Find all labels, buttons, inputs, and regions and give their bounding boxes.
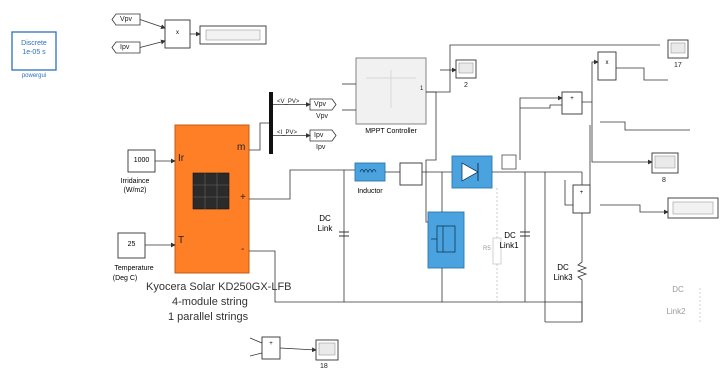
bus-label-vpv: <V_PV> [277, 99, 300, 105]
powergui-line2: 1e-05 s [22, 49, 46, 56]
temperature-label1: Temperature [114, 265, 154, 272]
product-block-upper-right[interactable] [597, 51, 617, 81]
mppt-label: MPPT Controller [365, 128, 417, 135]
temperature-label2: (Deg C) [112, 275, 138, 282]
product-symbol-top-left: x [176, 30, 179, 36]
output-current-measure[interactable] [501, 154, 517, 170]
scope-18[interactable] [315, 339, 339, 361]
goto-ipv-tag[interactable] [309, 129, 337, 142]
scope-2[interactable] [455, 59, 477, 79]
dc-link-left-line1: DC [319, 214, 331, 223]
powergui-caption: powergui [21, 73, 47, 79]
pv-port-minus: - [241, 244, 245, 255]
goto-ipv-caption: Ipv [316, 144, 326, 151]
dc-link2-line1: DC [672, 285, 684, 294]
pv-port-ir: Ir [178, 153, 185, 164]
powergui-block[interactable] [11, 31, 57, 71]
irradiance-value: 1000 [133, 157, 150, 164]
bus-selector[interactable] [269, 92, 273, 154]
irradiance-label2: (W/m2) [123, 187, 147, 194]
mosfet-block[interactable] [427, 211, 465, 269]
pv-port-t: T [178, 235, 185, 246]
sum-symbol-upper: + [570, 96, 574, 102]
scope-17-label: 17 [674, 62, 682, 69]
load-resistor[interactable] [576, 255, 588, 322]
temperature-constant-block[interactable] [117, 232, 146, 259]
pv-port-m: m [237, 142, 246, 153]
dc-link2-line2: Link2 [666, 307, 686, 316]
scope-2-label: 2 [464, 82, 468, 89]
current-measure-block[interactable] [399, 162, 423, 186]
product-block-top-left[interactable] [164, 19, 191, 49]
bus-label-ipv: <I_PV> [277, 130, 298, 136]
solar-panel-icon [192, 172, 230, 210]
sum-symbol-bottom: + [269, 341, 273, 347]
dc-link-left-line2: Link [317, 224, 333, 233]
display-right[interactable] [667, 197, 719, 219]
product-symbol-upper: x [605, 60, 609, 66]
pv-port-plus: + [240, 192, 246, 203]
dc-link1-line2: Link1 [499, 241, 519, 250]
goto-vpv-label: Vpv [314, 101, 327, 108]
inductor-label: Inductor [357, 188, 383, 195]
dc-link1-line1: DC [504, 231, 516, 240]
pv-caption-line2: 4-module string [172, 296, 248, 308]
scope-8[interactable] [651, 152, 679, 174]
temperature-value: 25 [127, 241, 136, 248]
dc-link3-line2: Link3 [553, 273, 573, 282]
from-vpv-tag[interactable] [111, 13, 141, 26]
from-ipv-tag[interactable] [111, 41, 141, 54]
sum-symbol-middle: + [579, 190, 584, 196]
from-ipv-label: Ipv [120, 44, 130, 51]
mppt-port: 1 [420, 86, 424, 92]
inductor-block[interactable] [354, 162, 386, 182]
from-vpv-label: Vpv [120, 16, 133, 23]
goto-vpv-caption: Vpv [316, 113, 329, 120]
sum-block-middle-right[interactable] [572, 184, 591, 214]
goto-vpv-tag[interactable] [309, 98, 337, 111]
dc-link3-line1: DC [557, 263, 569, 272]
irradiance-label1: Irridaince [120, 178, 150, 185]
sum-block-upper-right[interactable] [561, 91, 583, 115]
goto-ipv-label: Ipv [314, 132, 324, 139]
resistor-r5-label: R5 [483, 246, 491, 252]
pv-caption-line1: Kyocera Solar KD250GX-LFB [146, 281, 292, 293]
scope-17[interactable] [667, 39, 689, 59]
pv-caption-line3: 1 parallel strings [168, 311, 249, 323]
powergui-line1: Discrete [21, 40, 47, 47]
scope-8-label: 8 [662, 177, 666, 184]
scope-18-label: 18 [320, 363, 328, 370]
